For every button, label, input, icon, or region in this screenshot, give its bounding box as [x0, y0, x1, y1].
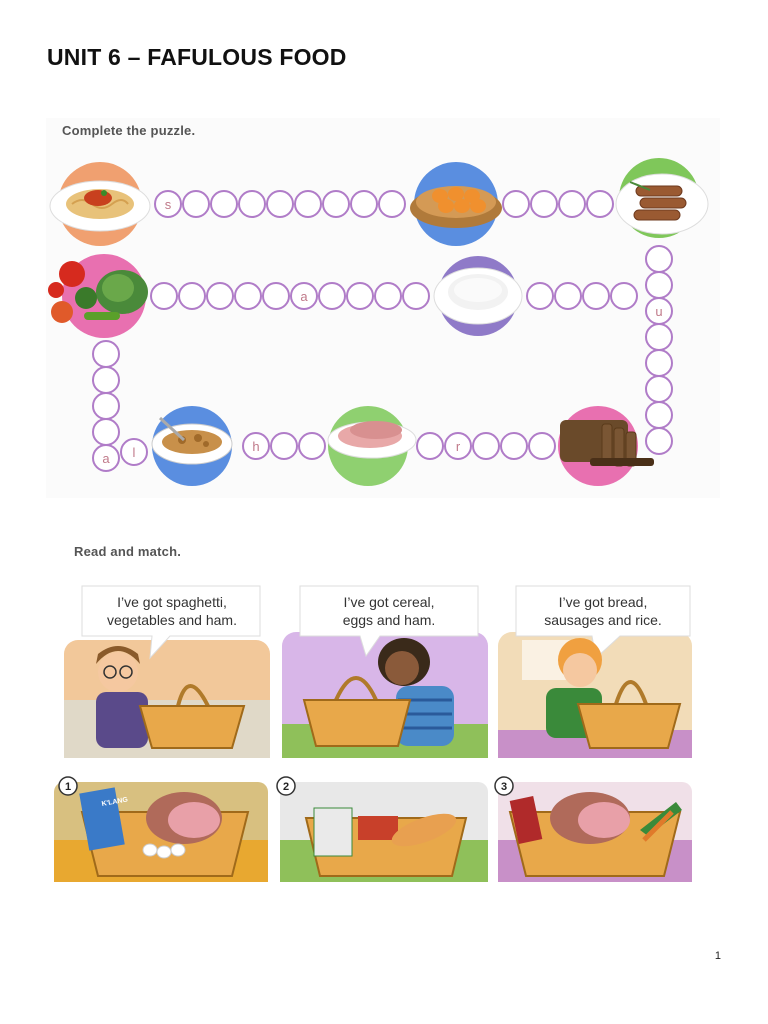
basket-2	[304, 807, 468, 877]
word-puzzle: s a u a l h r	[48, 158, 709, 486]
speech-line: I’ve got spaghetti,	[117, 594, 227, 610]
puzzle-cell[interactable]	[234, 282, 262, 310]
sausages-picture	[615, 158, 709, 238]
puzzle-cell[interactable]	[526, 282, 554, 310]
cereal-picture	[151, 406, 233, 486]
speech-line: vegetables and ham.	[107, 612, 237, 628]
puzzle-cell[interactable]	[502, 190, 530, 218]
puzzle-cell[interactable]	[290, 282, 318, 310]
puzzle-circles-right-column	[645, 245, 673, 455]
basket-held-2	[302, 676, 412, 747]
match-heading: Read and match.	[74, 544, 182, 559]
puzzle-heading: Complete the puzzle.	[62, 123, 196, 138]
puzzle-cell[interactable]	[378, 190, 406, 218]
puzzle-cell[interactable]	[530, 190, 558, 218]
puzzle-cell[interactable]	[178, 282, 206, 310]
boy-with-glasses	[96, 646, 148, 748]
puzzle-cell[interactable]	[150, 282, 178, 310]
puzzle-cell[interactable]	[92, 444, 120, 472]
puzzle-letter: a	[300, 289, 308, 304]
puzzle-cell[interactable]	[558, 190, 586, 218]
basket-held-1	[138, 684, 246, 749]
basket-1	[79, 787, 250, 877]
cereal-box-label: K'LANG	[101, 796, 129, 808]
puzzle-cell[interactable]	[350, 190, 378, 218]
basket-number: 2	[283, 781, 289, 793]
puzzle-cell[interactable]	[294, 190, 322, 218]
puzzle-cell[interactable]	[472, 432, 500, 460]
puzzle-letter: s	[165, 197, 172, 212]
puzzle-cell[interactable]	[120, 438, 148, 466]
speech-bubble-3	[515, 585, 691, 659]
puzzle-letter: a	[102, 451, 110, 466]
puzzle-cell[interactable]	[582, 282, 610, 310]
puzzle-cell[interactable]	[238, 190, 266, 218]
puzzle-cell[interactable]	[182, 190, 210, 218]
basket-held-3	[576, 680, 682, 749]
puzzle-cell[interactable]	[645, 427, 673, 455]
puzzle-cell[interactable]	[206, 282, 234, 310]
basket-3	[508, 792, 682, 877]
puzzle-cell[interactable]	[154, 190, 182, 218]
puzzle-cell[interactable]	[444, 432, 472, 460]
puzzle-cell[interactable]	[210, 190, 238, 218]
puzzle-cell[interactable]	[262, 282, 290, 310]
puzzle-cell[interactable]	[346, 282, 374, 310]
puzzle-letter: u	[655, 304, 662, 319]
speech-text-3: I’ve got bread, sausages and rice.	[516, 593, 690, 629]
puzzle-cell[interactable]	[586, 190, 614, 218]
speech-line: I’ve got bread,	[558, 594, 648, 610]
puzzle-cell[interactable]	[266, 190, 294, 218]
puzzle-circles-row-3	[92, 432, 556, 472]
vegetables-picture	[48, 254, 148, 338]
puzzle-cell[interactable]	[322, 190, 350, 218]
speech-text-1: I’ve got spaghetti, vegetables and ham.	[84, 593, 260, 629]
speech-text-2: I’ve got cereal, eggs and ham.	[300, 593, 478, 629]
puzzle-cell[interactable]	[402, 282, 430, 310]
speech-line: eggs and ham.	[342, 612, 436, 628]
puzzle-letter: l	[133, 445, 136, 460]
speech-line: sausages and rice.	[544, 612, 662, 628]
puzzle-letter: h	[252, 439, 259, 454]
puzzle-cell[interactable]	[416, 432, 444, 460]
puzzle-circles-row-2	[150, 282, 638, 310]
puzzle-cell[interactable]	[318, 282, 346, 310]
basket-number: 3	[501, 781, 507, 793]
bread-picture	[558, 406, 654, 486]
eggs-picture	[410, 162, 502, 246]
ham-picture	[327, 406, 417, 486]
puzzle-cell[interactable]	[554, 282, 582, 310]
puzzle-cell[interactable]	[242, 432, 270, 460]
page-title: UNIT 6 – FAFULOUS FOOD	[47, 44, 347, 70]
puzzle-letter: r	[456, 439, 461, 454]
puzzle-cell[interactable]	[610, 282, 638, 310]
puzzle-cell[interactable]	[298, 432, 326, 460]
puzzle-circles-left-column	[92, 340, 120, 446]
speech-bubble-1	[81, 585, 261, 660]
page-number: 1	[714, 950, 721, 962]
basket-number: 1	[65, 781, 71, 793]
speech-line: I’ve got cereal,	[343, 594, 435, 610]
puzzle-cell[interactable]	[500, 432, 528, 460]
puzzle-circles-row-1	[154, 190, 614, 218]
basket-number-badges	[58, 776, 514, 796]
puzzle-cell[interactable]	[270, 432, 298, 460]
boy-child	[546, 638, 602, 738]
speech-bubble-2	[299, 585, 479, 658]
puzzle-cell[interactable]	[528, 432, 556, 460]
puzzle-cell[interactable]	[374, 282, 402, 310]
spaghetti-picture	[49, 162, 151, 246]
rice-picture	[433, 256, 523, 336]
